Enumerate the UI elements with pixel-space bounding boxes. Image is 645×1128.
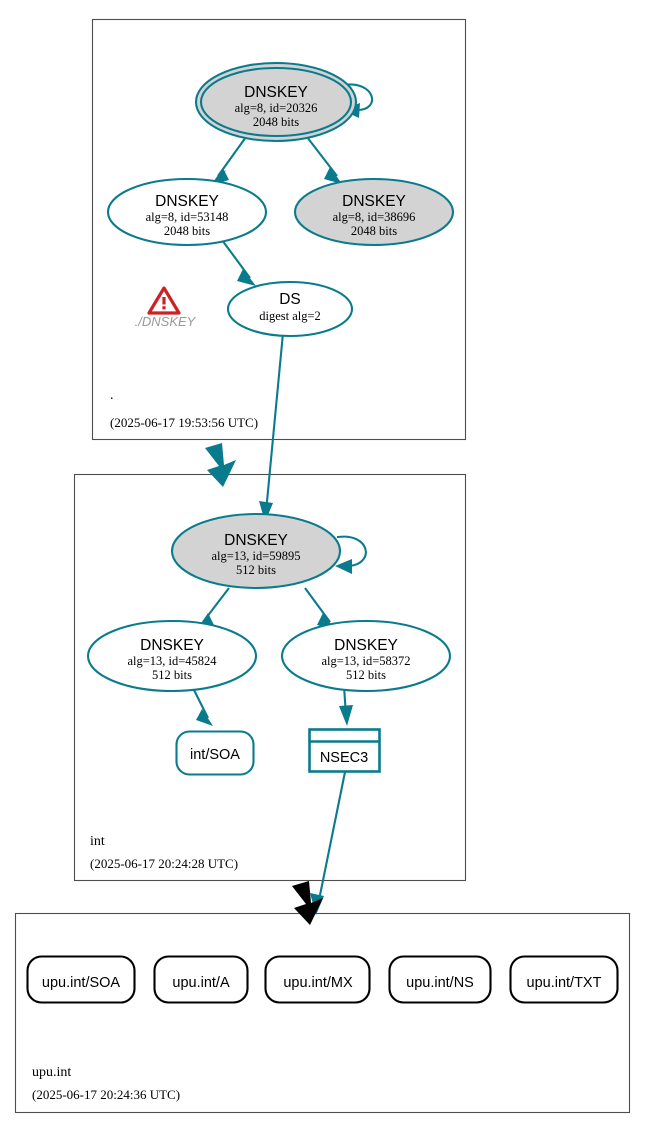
node-label: upu.int/SOA (42, 975, 121, 991)
node-line3: 2048 bits (253, 115, 299, 129)
edge-root-zsk-to-ds (221, 239, 256, 286)
zone-label-root-time: (2025-06-17 19:53:56 UTC) (110, 415, 258, 430)
zone-label-upu-int-time: (2025-06-17 20:24:36 UTC) (32, 1087, 180, 1102)
node-dnskey-root-ksk-20326[interactable]: DNSKEY alg=8, id=20326 2048 bits (194, 61, 358, 143)
node-line2: digest alg=2 (259, 309, 321, 323)
node-nsec3-int[interactable]: NSEC3 (308, 728, 381, 773)
node-line3: 2048 bits (164, 224, 210, 238)
node-title: DNSKEY (155, 193, 219, 210)
node-label: upu.int/TXT (527, 975, 602, 991)
node-line2: alg=13, id=45824 (127, 654, 217, 668)
node-rrset-int-soa[interactable]: int/SOA (175, 730, 255, 776)
zone-label-root-name: . (110, 388, 114, 403)
node-line3: 512 bits (152, 668, 192, 682)
node-label: upu.int/MX (283, 975, 353, 991)
node-label: upu.int/A (172, 975, 230, 991)
node-label: int/SOA (190, 747, 240, 763)
edge-ds-to-int-ksk (259, 332, 285, 522)
edge-int-zsk58372-to-nsec3 (339, 685, 353, 726)
node-label: NSEC3 (320, 750, 368, 766)
node-title: DNSKEY (334, 637, 398, 654)
node-line3: 512 bits (236, 563, 276, 577)
delegation-arrow-root-to-int (205, 443, 236, 487)
node-rrset-upu-int-a[interactable]: upu.int/A (153, 955, 249, 1004)
node-line2: alg=8, id=38696 (333, 210, 416, 224)
node-rrset-upu-int-ns[interactable]: upu.int/NS (388, 955, 492, 1004)
zone-label-int-name: int (90, 834, 105, 849)
edge-int-zsk45824-to-soa (191, 685, 213, 726)
warning-label: ./DNSKEY (135, 314, 197, 329)
node-line2: alg=8, id=53148 (146, 210, 229, 224)
node-line2: alg=8, id=20326 (235, 101, 318, 115)
node-title: DS (279, 291, 301, 308)
node-rrset-upu-int-mx[interactable]: upu.int/MX (264, 955, 371, 1004)
node-dnskey-int-zsk-58372[interactable]: DNSKEY alg=13, id=58372 512 bits (280, 619, 452, 693)
node-dnskey-int-ksk-59895[interactable]: DNSKEY alg=13, id=59895 512 bits (170, 512, 342, 590)
zone-label-int-time: (2025-06-17 20:24:28 UTC) (90, 856, 238, 871)
edge-root-ksk-to-ksk38696 (306, 136, 342, 184)
node-line3: 2048 bits (351, 224, 397, 238)
node-label: upu.int/NS (406, 975, 474, 991)
edge-int-ksk-self-loop (335, 535, 367, 574)
zone-label-upu-int-name: upu.int (32, 1065, 71, 1080)
zone-box-upu-int (14, 912, 631, 1114)
warning-triangle-icon[interactable] (147, 286, 181, 315)
node-line2: alg=13, id=58372 (321, 654, 410, 668)
node-title: DNSKEY (342, 193, 406, 210)
node-title: DNSKEY (244, 84, 308, 101)
node-title: DNSKEY (140, 637, 204, 654)
node-title: DNSKEY (224, 532, 288, 549)
node-rrset-upu-int-txt[interactable]: upu.int/TXT (509, 955, 619, 1004)
node-dnskey-root-zsk-53148[interactable]: DNSKEY alg=8, id=53148 2048 bits (106, 177, 268, 247)
node-dnskey-root-ksk-38696[interactable]: DNSKEY alg=8, id=38696 2048 bits (293, 177, 455, 247)
node-line2: alg=13, id=59895 (211, 549, 300, 563)
node-rrset-upu-int-soa[interactable]: upu.int/SOA (26, 955, 136, 1004)
node-ds-root[interactable]: DS digest alg=2 (226, 280, 354, 338)
delegation-arrow-int-to-upu-int (292, 881, 323, 925)
node-line3: 512 bits (346, 668, 386, 682)
node-dnskey-int-zsk-45824[interactable]: DNSKEY alg=13, id=45824 512 bits (86, 619, 258, 693)
